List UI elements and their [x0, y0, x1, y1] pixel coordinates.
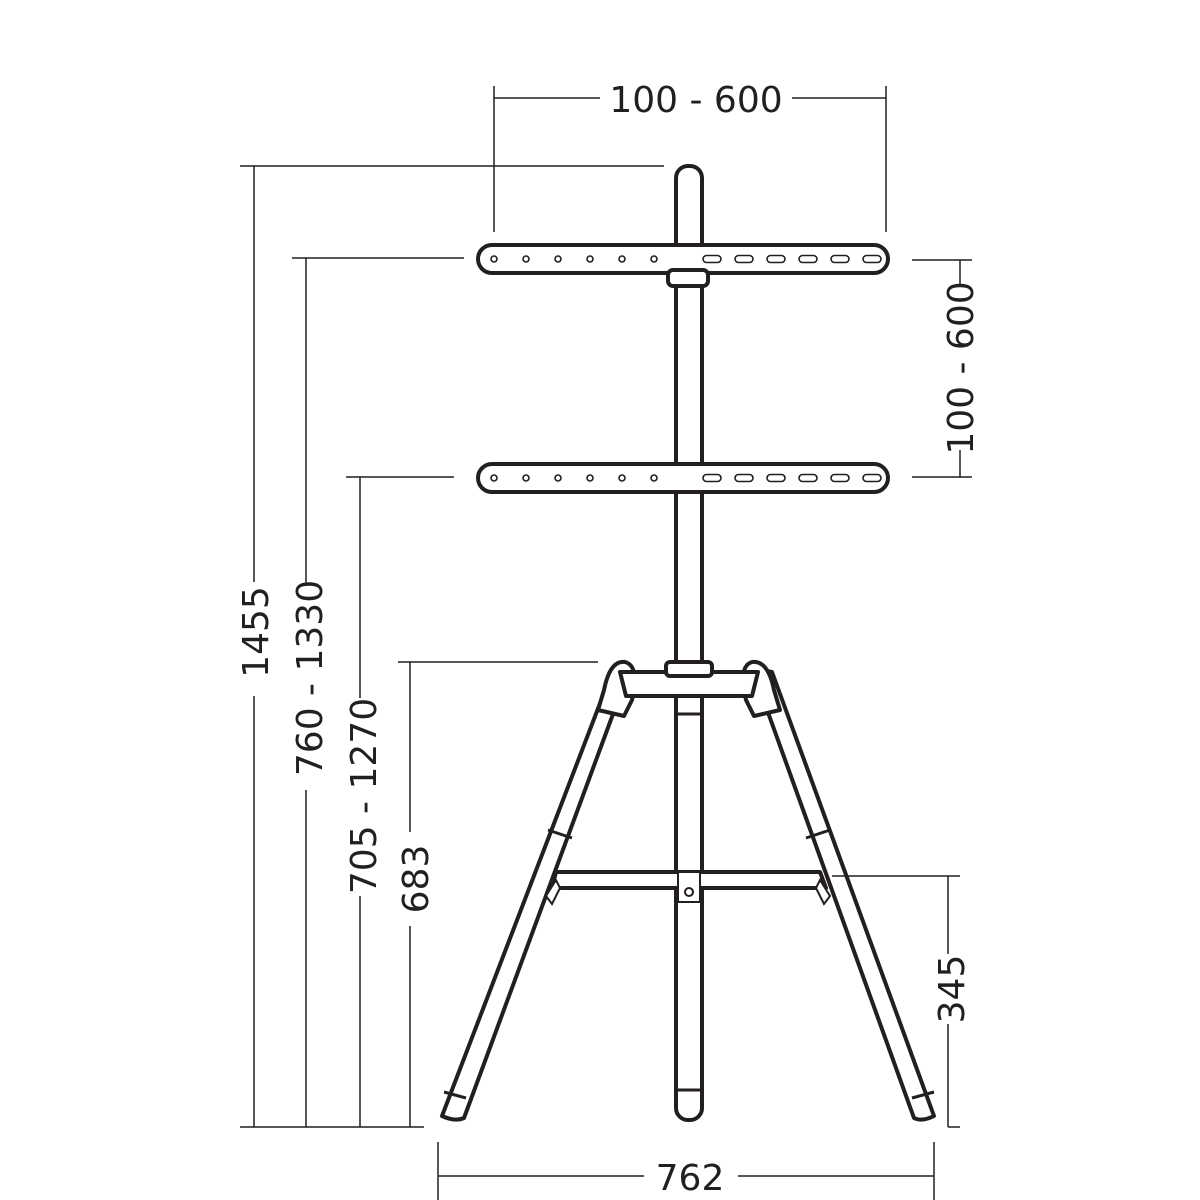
upper-mount-bracket [476, 243, 890, 288]
dim-leg-top-height: 683 [396, 661, 598, 1127]
bracket-slot [702, 254, 722, 264]
cross-bar-right-bracket [814, 877, 832, 906]
bracket-slot [734, 254, 754, 264]
dim-base-width-label: 762 [656, 1158, 725, 1199]
cross-bar-bolt [684, 887, 694, 897]
bracket-hole [650, 255, 658, 263]
dim-crossbar-height: 345 [832, 875, 973, 1128]
bracket-hole [586, 255, 594, 263]
bracket-slot [702, 473, 722, 483]
bracket-slot [862, 254, 882, 264]
tv-stand [440, 164, 936, 1122]
right-leg [750, 666, 936, 1122]
dim-leg-top-height-label: 683 [396, 845, 437, 914]
right-leg-seam [805, 828, 831, 840]
left-leg [440, 666, 632, 1122]
bracket-slot [830, 473, 850, 483]
dim-lower-bracket-height-label: 705 - 1270 [344, 698, 385, 894]
dim-upper-bracket-height-label: 760 - 1330 [290, 580, 331, 776]
dim-base-width: 762 [437, 1142, 935, 1200]
left-leg-seam [547, 828, 573, 840]
left-leg-joint [597, 708, 625, 718]
upper-bracket-collar [666, 268, 710, 288]
bracket-hole [554, 255, 562, 263]
dim-crossbar-height-label: 345 [932, 955, 973, 1024]
dim-lower-bracket-height: 705 - 1270 [344, 476, 454, 1127]
bracket-slot [734, 473, 754, 483]
bracket-hole [618, 255, 626, 263]
cross-bar-left-bracket [544, 877, 562, 906]
bracket-hole [522, 255, 530, 263]
dim-upper-bracket-height: 760 - 1330 [290, 257, 464, 1127]
bracket-hole [586, 474, 594, 482]
dimension-lines: 100 - 600 100 - 600 1455 760 - 1330 [236, 80, 982, 1200]
bracket-slot [830, 254, 850, 264]
pole-collar [664, 660, 714, 678]
left-leg-foot-line [443, 1090, 467, 1100]
right-leg-joint [753, 708, 781, 718]
bracket-hole [490, 255, 498, 263]
center-pole [674, 164, 704, 1122]
bracket-slot [862, 473, 882, 483]
dim-top-width: 100 - 600 [493, 80, 887, 232]
right-leg-foot-line [911, 1090, 935, 1100]
bracket-slot [798, 254, 818, 264]
bracket-hole [490, 474, 498, 482]
dim-total-height: 1455 [236, 165, 664, 1127]
dim-bracket-spacing: 100 - 600 [912, 259, 982, 478]
dim-total-height-label: 1455 [236, 586, 277, 678]
bracket-slot [798, 473, 818, 483]
bracket-hole [650, 474, 658, 482]
bracket-hole [554, 474, 562, 482]
bracket-hole [522, 474, 530, 482]
bracket-slot [766, 254, 786, 264]
dim-bracket-spacing-label: 100 - 600 [941, 281, 982, 454]
bracket-hole [618, 474, 626, 482]
lower-mount-bracket [476, 462, 890, 494]
bracket-slot [766, 473, 786, 483]
dim-top-width-label: 100 - 600 [609, 80, 782, 121]
